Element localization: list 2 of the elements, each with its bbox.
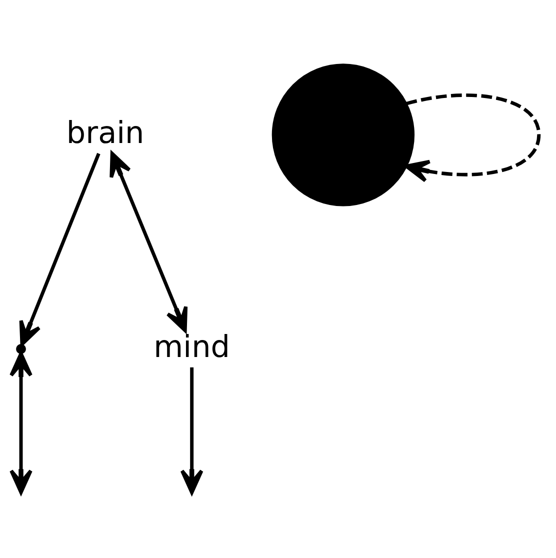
node-text: brain [66,115,144,150]
node-text: mind [154,330,230,364]
